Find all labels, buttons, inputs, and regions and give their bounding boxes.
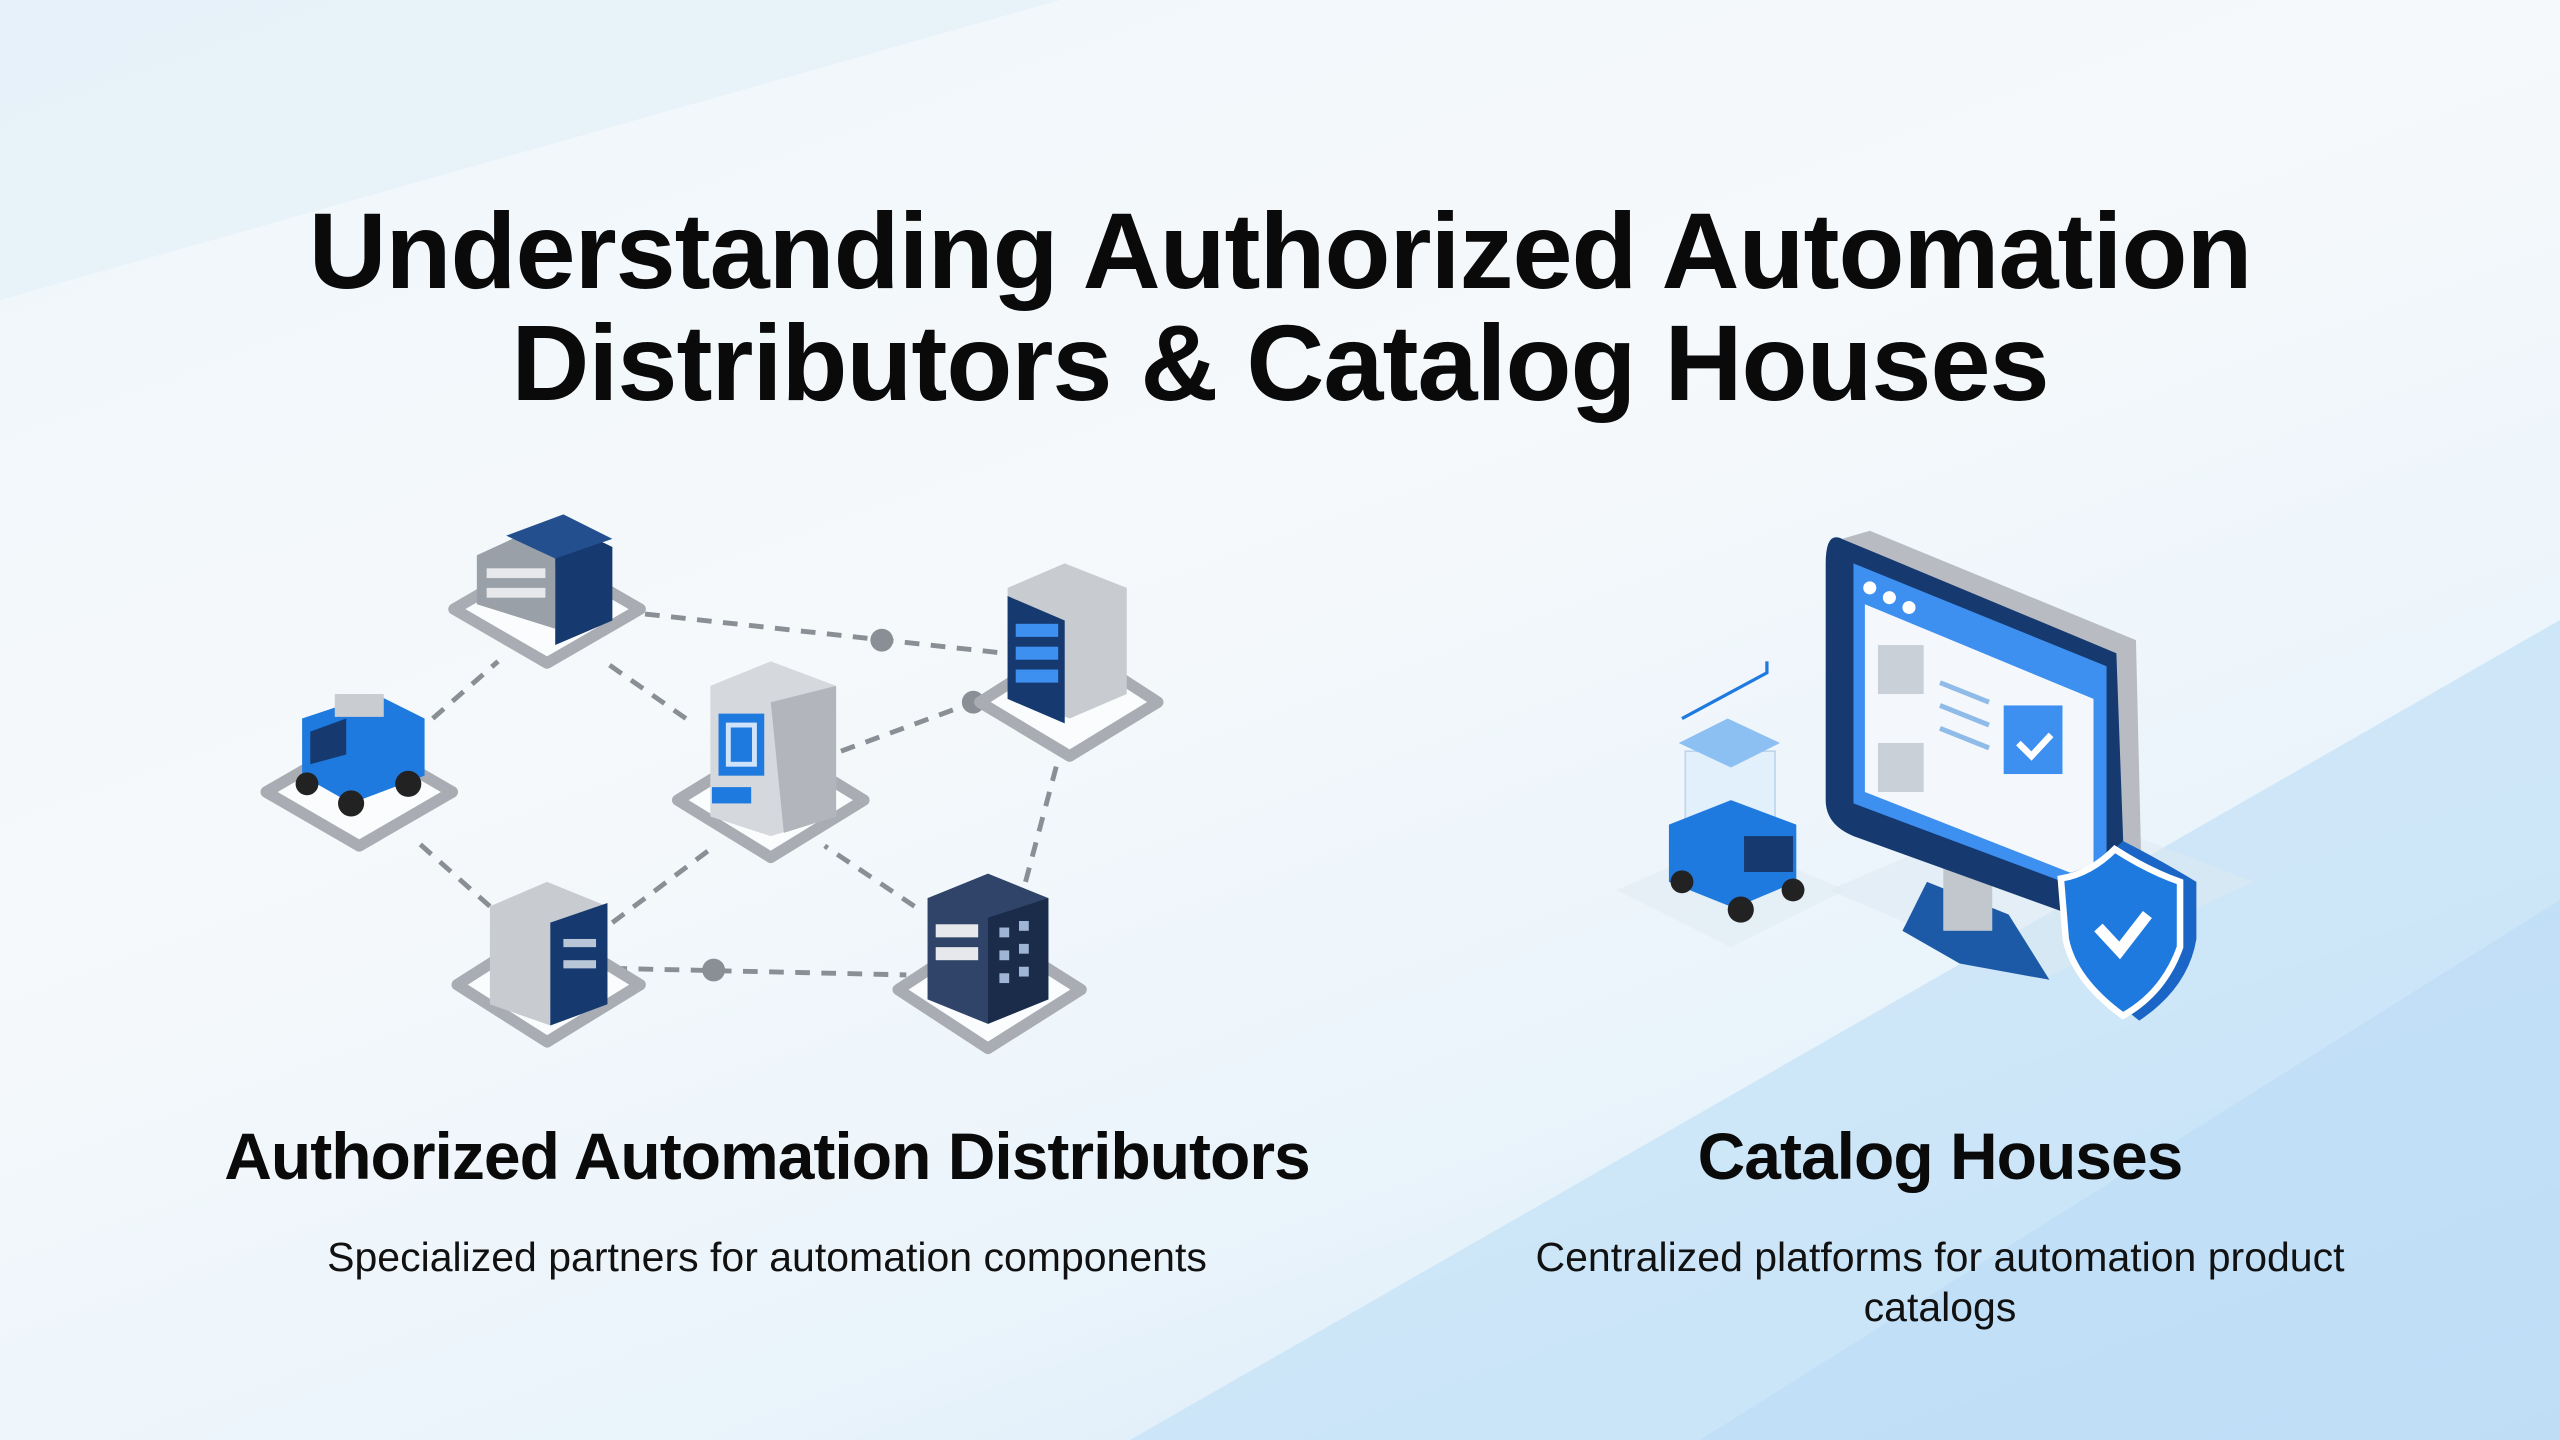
- title-line-1: Understanding Authorized Automation: [308, 190, 2253, 311]
- description-line-2: catalogs: [1863, 1284, 2017, 1330]
- automation-cart-icon: [1616, 661, 1846, 948]
- connection-dots: [702, 628, 985, 982]
- office-tower-icon: [927, 873, 1049, 1024]
- shield-check-icon: [2057, 840, 2197, 1021]
- section-heading-distributors: Authorized Automation Distributors: [224, 1119, 1311, 1193]
- description-line-1: Centralized platforms for automation pro…: [1535, 1234, 2345, 1280]
- title-line-2: Distributors & Catalog Houses: [511, 302, 2049, 423]
- warehouse-icon: [476, 514, 613, 646]
- office-building-icon: [489, 881, 608, 1026]
- network-connections: [414, 611, 1061, 978]
- delivery-truck-icon: [295, 694, 425, 817]
- section-description-catalog-houses: Centralized platforms for automation pro…: [1440, 1232, 2440, 1332]
- central-server-icon: [710, 661, 837, 837]
- server-rack-icon: [1007, 563, 1127, 724]
- section-heading-catalog-houses: Catalog Houses: [1697, 1119, 2184, 1193]
- page-title: Understanding Authorized Automation Dist…: [0, 195, 2560, 419]
- section-description-distributors: Specialized partners for automation comp…: [327, 1234, 1207, 1280]
- catalog-monitor-icon: [1825, 530, 2254, 980]
